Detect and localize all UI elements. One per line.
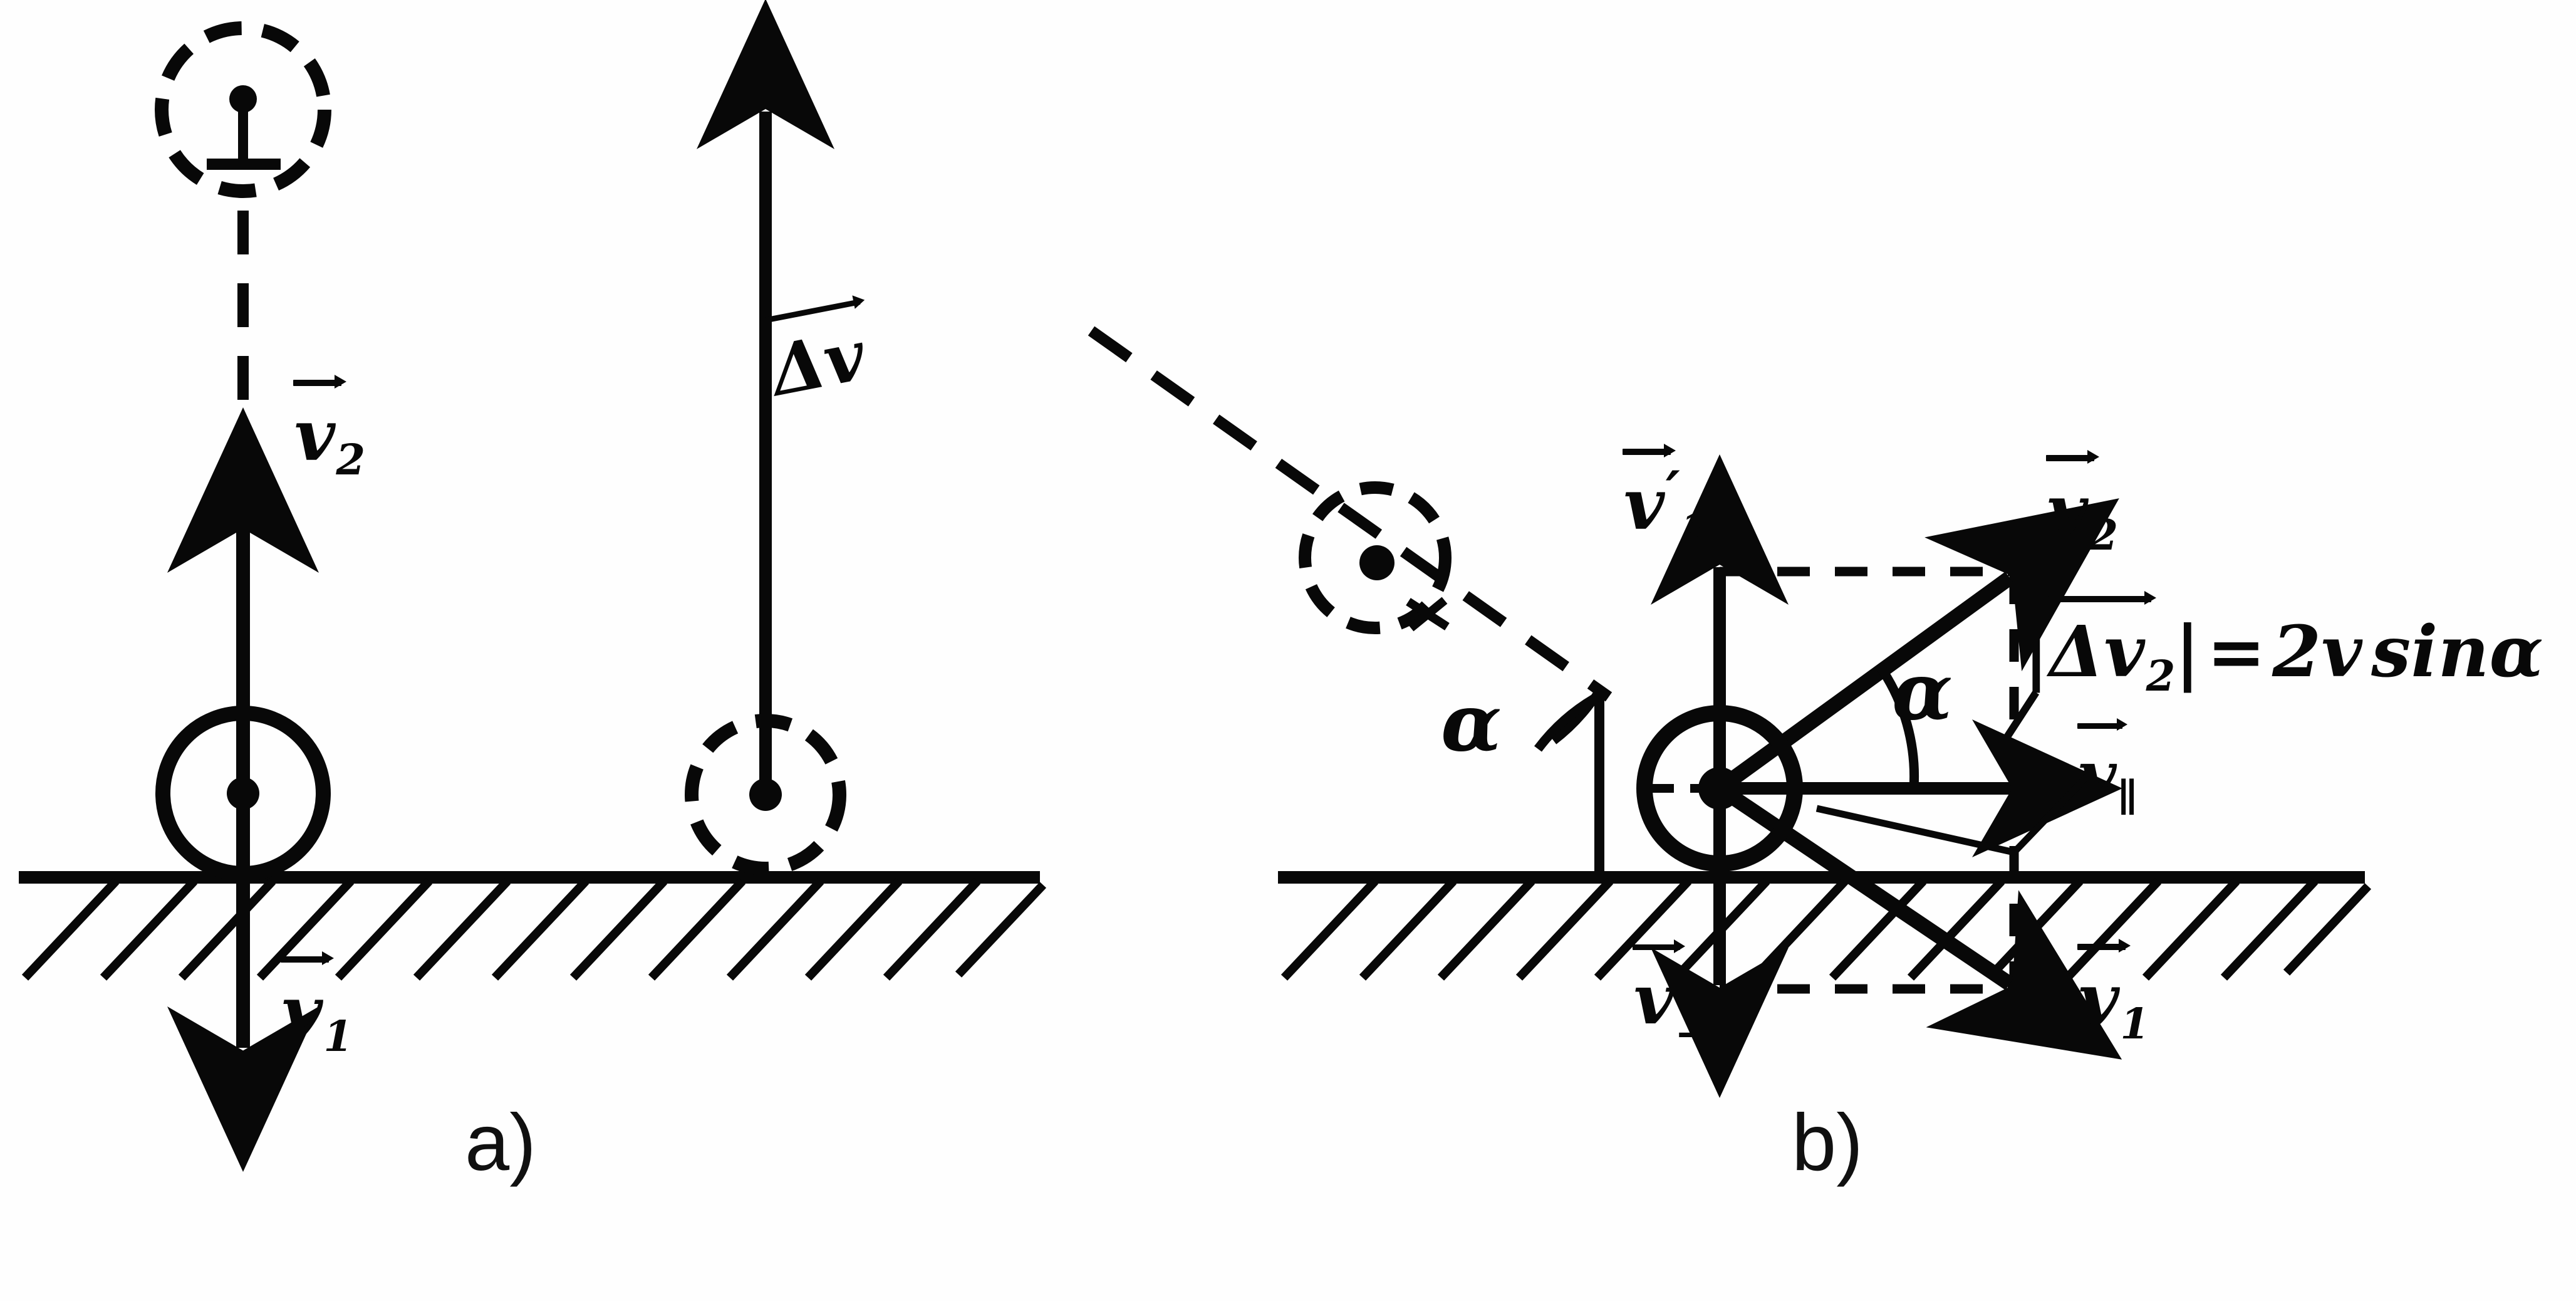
v1-prime-subscript: 1	[1680, 503, 1710, 553]
v2-vector-symbol-b: v	[2045, 450, 2100, 552]
label-v-perp-panel-b: v⊥	[1633, 939, 1715, 1043]
label-alpha-reflection: α	[1892, 645, 1953, 738]
alpha-arc-reflection-b	[1875, 662, 1919, 789]
ball-solid-a	[155, 706, 331, 881]
v1-vector-symbol-b: v	[2077, 939, 2131, 1041]
dashed-ball-incoming-b	[1299, 481, 1452, 634]
v1-subscript: 1	[323, 1011, 353, 1061]
dashed-ball-right-a	[685, 714, 846, 875]
v-perp-subscript: ⊥	[1675, 998, 1715, 1048]
label-v1-panel-b: v1	[2077, 939, 2149, 1045]
label-v1-panel-a: v1	[280, 951, 353, 1057]
v-perp-vector-symbol: v	[1633, 939, 1685, 1040]
label-v-parallel-panel-b: v∥	[2077, 718, 2138, 817]
leader-line-vparallel-b	[2012, 768, 2095, 855]
panel-caption-b: b)	[1792, 1098, 1863, 1188]
v1-subscript-b: 1	[2120, 998, 2150, 1048]
v2-subscript: 2	[336, 434, 366, 484]
alpha-arc-incidence-main-b	[1534, 691, 1602, 752]
ground-surface-a	[19, 871, 1047, 981]
arrow-v2-b	[1715, 498, 2119, 795]
ball-solid-b	[1636, 705, 1803, 872]
hatching-b	[1280, 878, 2372, 981]
ground-surface-b	[1278, 871, 2372, 981]
hatching-a	[21, 878, 1047, 981]
formula-delta-v-symbol: Δv	[2048, 591, 2157, 693]
panel-b-group	[1088, 326, 2372, 1098]
formula-delta-v-subscript: 2	[2146, 650, 2176, 701]
v2-subscript-b: 2	[2089, 509, 2119, 560]
leader-line-vparallel2-b	[1815, 805, 2015, 856]
delta-v-vector-symbol: Δv	[764, 314, 872, 412]
label-v2-panel-a: v2	[293, 375, 365, 481]
v-parallel-subscript: ∥	[2117, 774, 2138, 821]
v2-vector-symbol: v	[293, 375, 347, 477]
leader-line-formula-b	[2000, 690, 2040, 745]
dashed-ball-above-a	[155, 21, 331, 198]
formula-coefficient: 2	[2272, 611, 2322, 693]
v1-prime-mark: ′	[1665, 459, 1680, 524]
formula-bar-close: |	[2174, 611, 2201, 693]
label-v2-panel-b: v2	[2045, 450, 2118, 556]
label-delta-v-panel-a: Δv	[764, 314, 872, 412]
arrow-v1-b	[1715, 782, 2122, 1060]
formula-trig: sinα	[2371, 611, 2544, 693]
v1-vector-symbol: v	[280, 951, 335, 1053]
v-parallel-vector-symbol: v	[2077, 718, 2129, 813]
panel-a-group	[19, 0, 1047, 1172]
formula-speed-symbol: v	[2321, 611, 2363, 693]
v1-prime-vector-symbol: v	[1622, 444, 1676, 546]
label-alpha-incidence: α	[1441, 676, 1502, 769]
incoming-trajectory-dashed-b	[1088, 326, 1613, 702]
formula-bar-open: |	[2023, 611, 2050, 693]
label-v1-prime-panel-b: v′1	[1622, 444, 1709, 550]
panel-caption-a: a)	[465, 1098, 536, 1188]
formula-equals: =	[2206, 611, 2267, 693]
